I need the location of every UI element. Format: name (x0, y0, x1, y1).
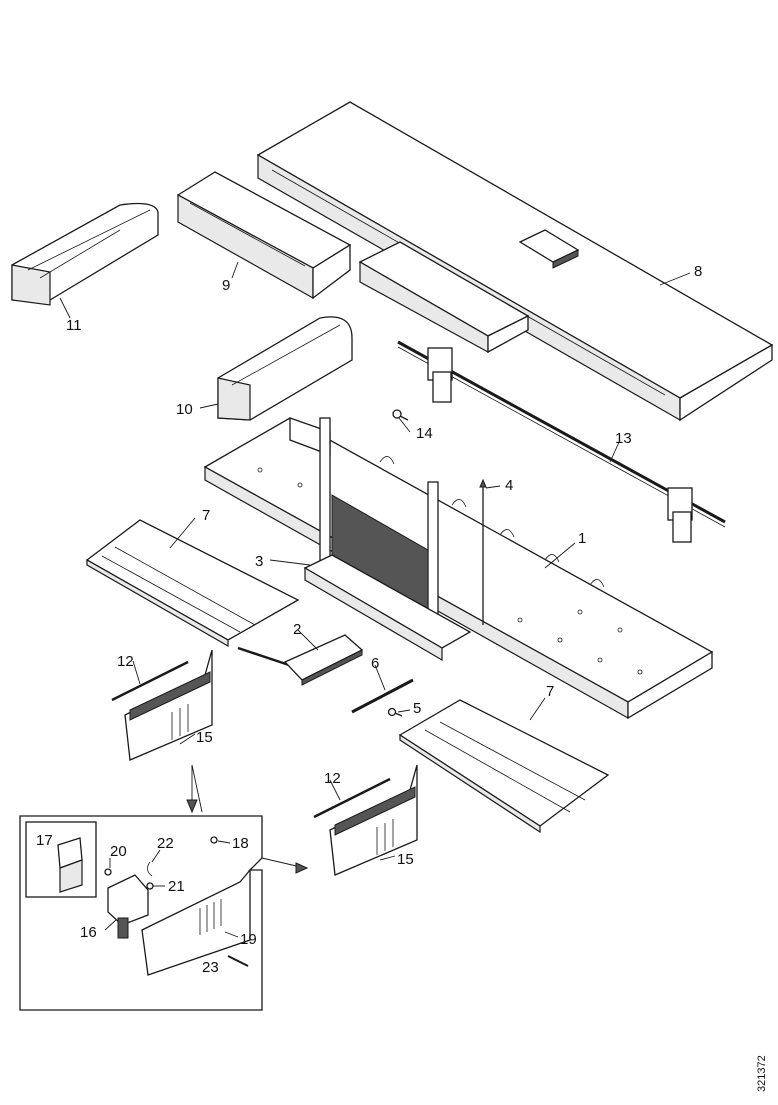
callout-20: 20 (110, 843, 127, 860)
callout-4: 4 (505, 477, 513, 494)
callout-22: 22 (157, 835, 174, 852)
part-6-rod (351, 678, 414, 714)
callout-6: 6 (371, 655, 379, 672)
callout-3: 3 (255, 553, 263, 570)
callout-12-left: 12 (117, 653, 134, 670)
callout-21: 21 (168, 878, 185, 895)
callout-2: 2 (293, 621, 301, 638)
callout-12-right: 12 (324, 770, 341, 787)
callout-15-right: 15 (397, 851, 414, 868)
detail-inset-box (19, 815, 263, 1011)
detail-arrow (186, 764, 309, 874)
part-14-screw (392, 409, 409, 421)
part-10-end-cover (217, 316, 353, 421)
part-15-bracket-right (329, 764, 418, 876)
callout-8: 8 (694, 263, 702, 280)
part-3-mesh-frame (303, 417, 472, 662)
callout-17: 17 (36, 832, 53, 849)
callout-23: 23 (202, 959, 219, 976)
callout-16: 16 (80, 924, 97, 941)
part-8-inner-segment (358, 241, 530, 354)
callout-10: 10 (176, 401, 193, 418)
part-5-screw (387, 707, 403, 717)
callout-labels: 1 2 3 4 5 6 7 7 8 9 10 11 12 12 13 14 15… (36, 263, 702, 976)
callout-18: 18 (232, 835, 249, 852)
part-12-rod-left (111, 660, 189, 702)
callout-14: 14 (416, 425, 433, 442)
reference-id-container: 321372 (748, 1052, 772, 1092)
callout-1: 1 (578, 530, 586, 547)
reference-id: 321372 (756, 1055, 768, 1092)
callout-9: 9 (222, 277, 230, 294)
callout-19: 19 (240, 931, 257, 948)
part-7-panel-left (85, 519, 300, 648)
part-13-shaft (397, 340, 726, 543)
callout-7-right: 7 (546, 683, 554, 700)
callout-13: 13 (615, 430, 632, 447)
part-9-cover-segment (176, 171, 352, 300)
part-2-cable-assembly (237, 634, 364, 686)
callout-15-left: 15 (196, 729, 213, 746)
part-1-main-chassis (203, 417, 714, 720)
callout-11: 11 (66, 317, 82, 334)
part-15-bracket-left (124, 649, 213, 761)
part-7-panel-right (398, 699, 610, 834)
callout-5: 5 (413, 700, 421, 717)
part-12-rod-right (313, 777, 391, 819)
callout-7-left: 7 (202, 507, 210, 524)
part-11-end-cover (11, 202, 159, 306)
part-4-pin (479, 478, 487, 625)
leader-lines (59, 261, 691, 938)
